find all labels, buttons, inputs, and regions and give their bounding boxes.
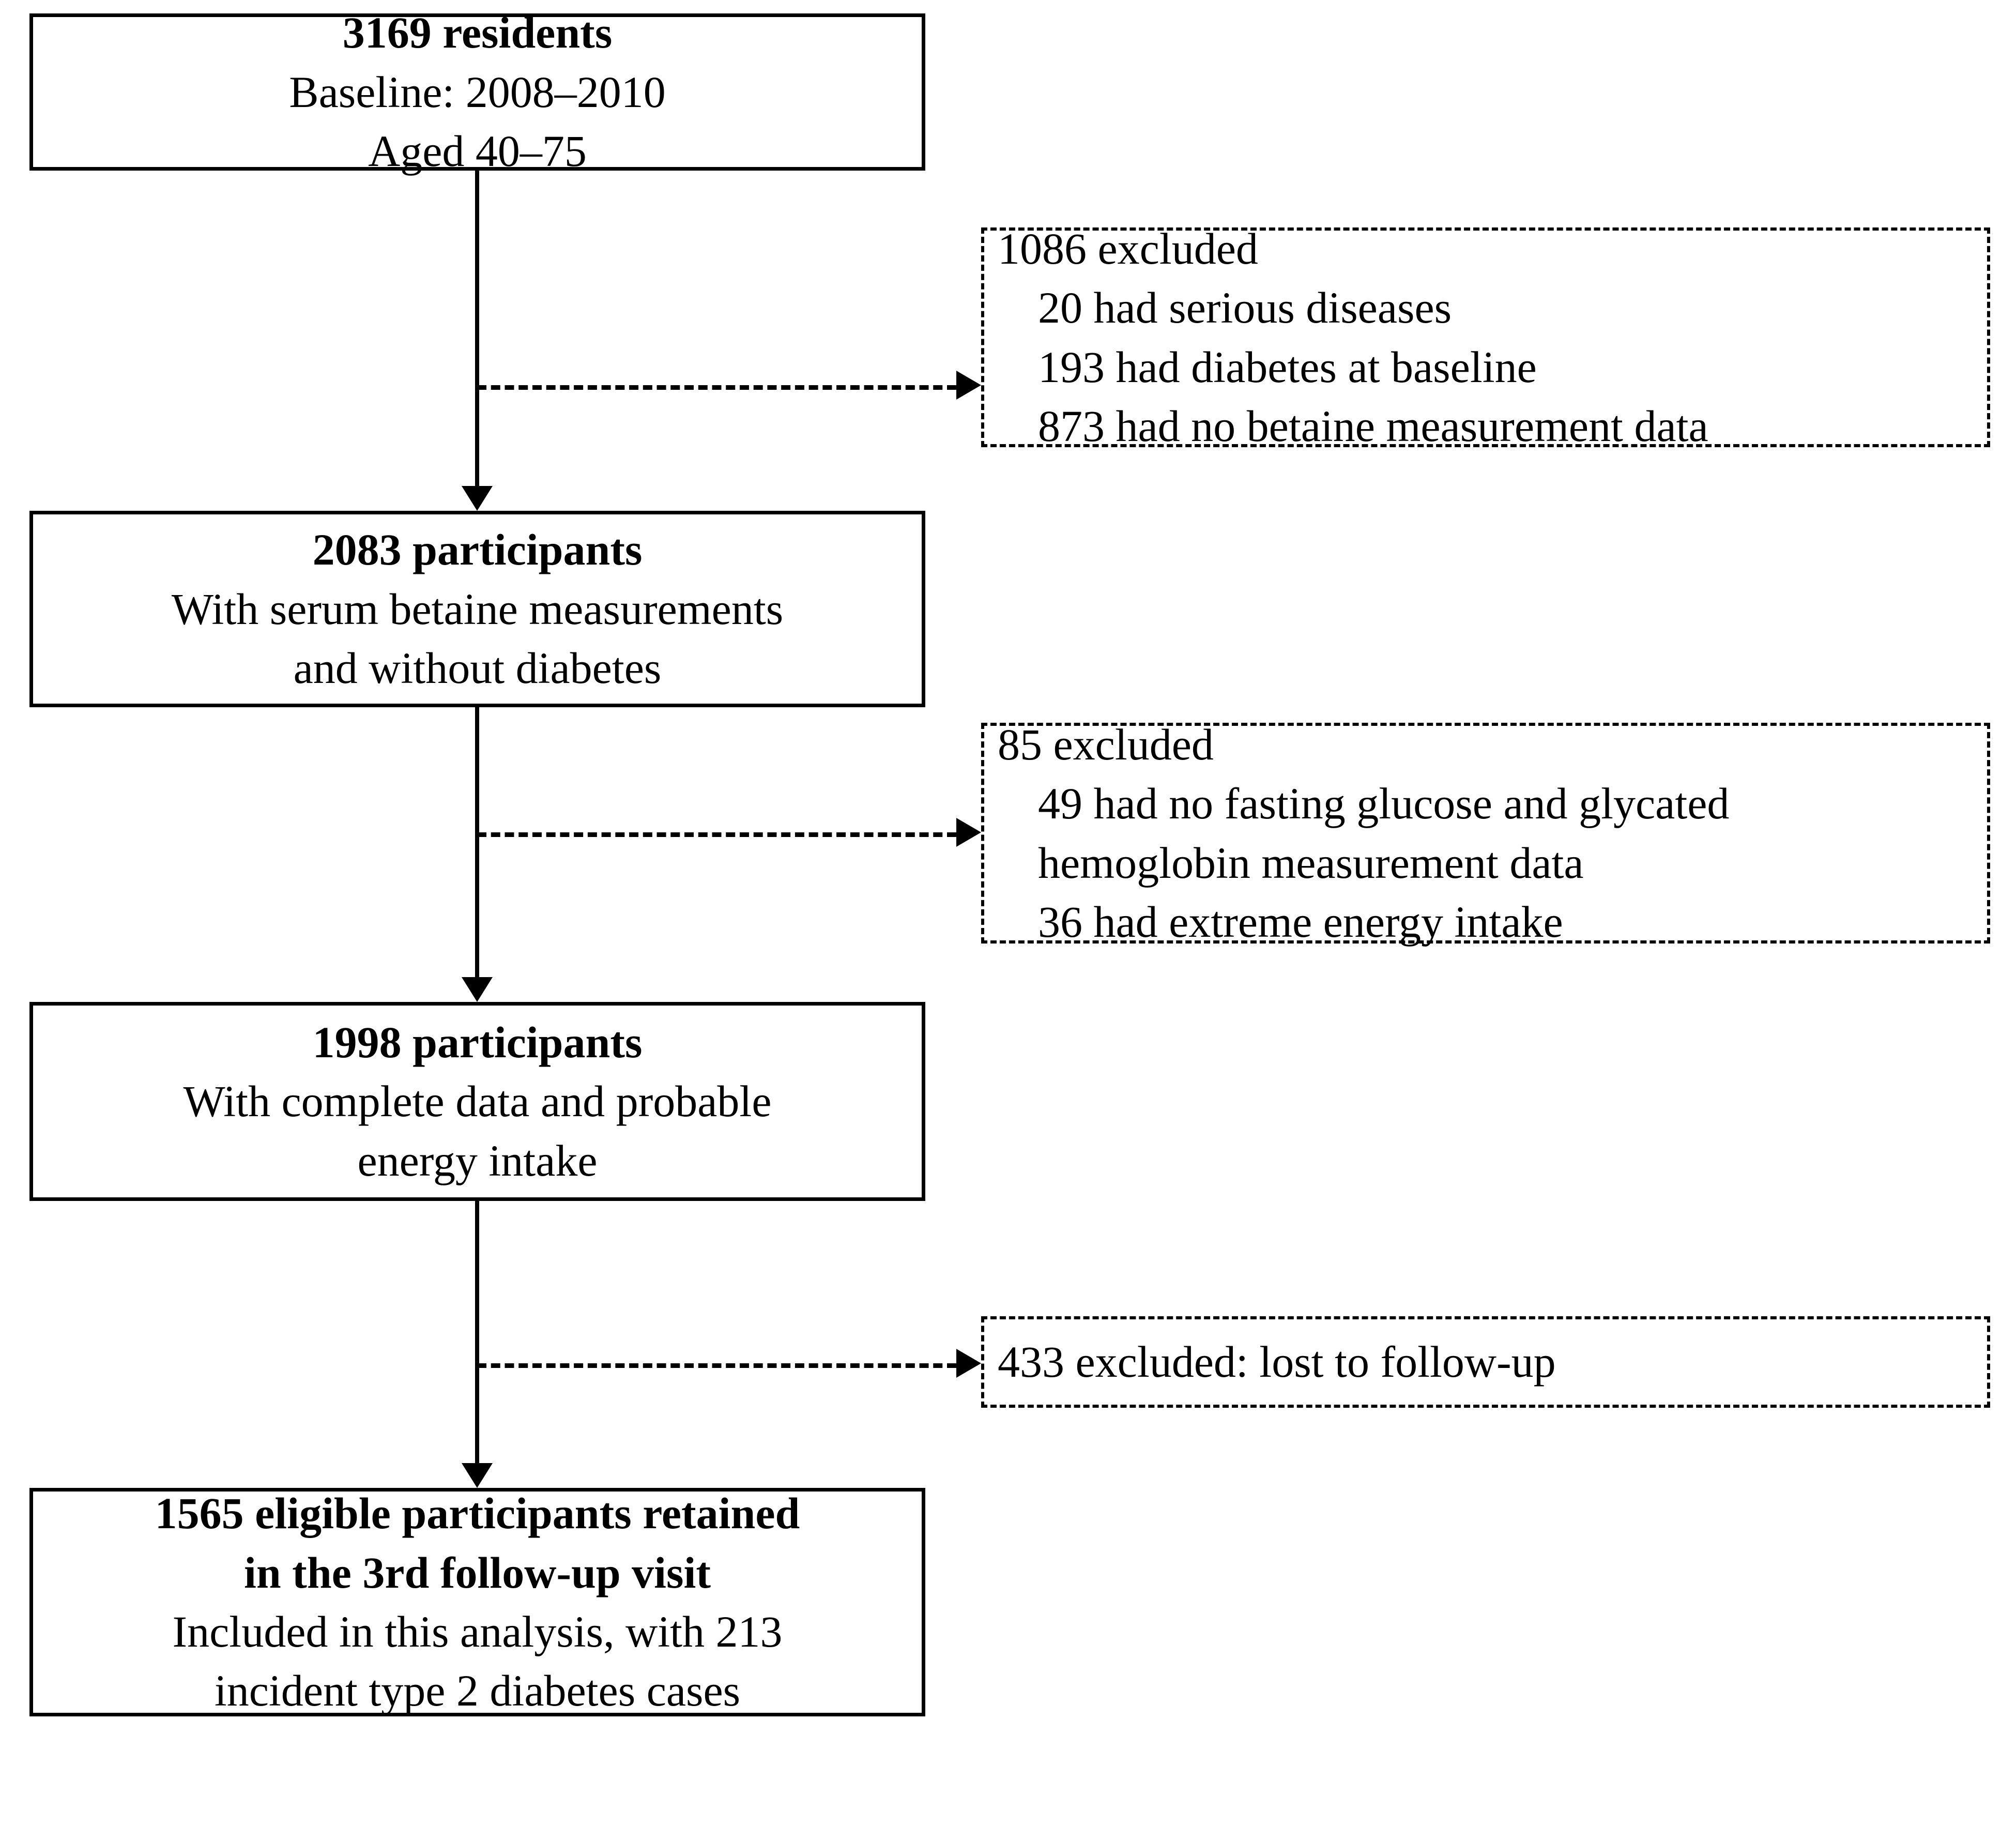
exclusion-1086-item-3: 873 had no betaine measurement data	[1038, 401, 1708, 451]
exclusion-branch-line-2	[477, 832, 956, 837]
node-eligible-1565-line-4: incident type 2 diabetes cases	[214, 1666, 741, 1716]
node-eligible-1565-line-2: in the 3rd follow-up visit	[243, 1547, 711, 1597]
node-participants-2083-line-1: 2083 participants	[312, 525, 643, 575]
exclusion-1086-heading: 1086 excluded	[998, 223, 1258, 273]
connector-line-3	[475, 1201, 479, 1463]
connector-line-1	[475, 171, 479, 486]
node-participants-2083-line-2: With serum betaine measurements	[171, 584, 784, 634]
exclusion-1086: 1086 excluded 20 had serious diseases 19…	[981, 224, 1990, 451]
node-participants-2083-line-3: and without diabetes	[293, 643, 662, 693]
node-participants-1998: 1998 participants With complete data and…	[29, 1002, 925, 1201]
node-residents-line-1: 3169 residents	[342, 8, 613, 58]
node-residents: 3169 residents Baseline: 2008–2010 Aged …	[29, 8, 925, 176]
connector-line-2	[475, 707, 479, 977]
exclusion-1086-item-2: 193 had diabetes at baseline	[1038, 342, 1537, 392]
node-participants-1998-line-1: 1998 participants	[312, 1017, 643, 1067]
node-participants-1998-line-2: With complete data and probable	[183, 1076, 772, 1127]
exclusion-433-heading: 433 excluded: lost to follow-up	[998, 1337, 1556, 1387]
node-eligible-1565-line-3: Included in this analysis, with 213	[172, 1607, 783, 1656]
exclusion-85: 85 excluded 49 had no fasting glucose an…	[981, 720, 1990, 947]
connector-arrowhead-1	[462, 486, 493, 511]
exclusion-branch-arrowhead-3	[956, 1349, 981, 1378]
exclusion-branch-line-3	[477, 1363, 956, 1368]
node-eligible-1565: 1565 eligible participants retained in t…	[29, 1488, 925, 1716]
node-participants-1998-line-3: energy intake	[357, 1135, 598, 1185]
node-residents-line-2: Baseline: 2008–2010	[289, 67, 666, 117]
exclusion-branch-arrowhead-1	[956, 371, 981, 400]
exclusion-85-item-3: 36 had extreme energy intake	[1038, 896, 1563, 947]
exclusion-1086-item-1: 20 had serious diseases	[1038, 283, 1452, 333]
exclusion-branch-arrowhead-2	[956, 818, 981, 847]
exclusion-85-heading: 85 excluded	[998, 719, 1214, 769]
exclusion-85-item-1: 49 had no fasting glucose and glycated	[1038, 779, 1730, 829]
exclusion-433: 433 excluded: lost to follow-up	[981, 1316, 1990, 1408]
node-eligible-1565-line-1: 1565 eligible participants retained	[155, 1488, 800, 1539]
connector-arrowhead-2	[462, 977, 493, 1002]
exclusion-85-item-2: hemoglobin measurement data	[1038, 838, 1584, 888]
node-participants-2083: 2083 participants With serum betaine mea…	[29, 511, 925, 707]
exclusion-branch-line-1	[477, 385, 956, 390]
connector-arrowhead-3	[462, 1463, 493, 1488]
node-residents-line-3: Aged 40–75	[368, 126, 587, 176]
